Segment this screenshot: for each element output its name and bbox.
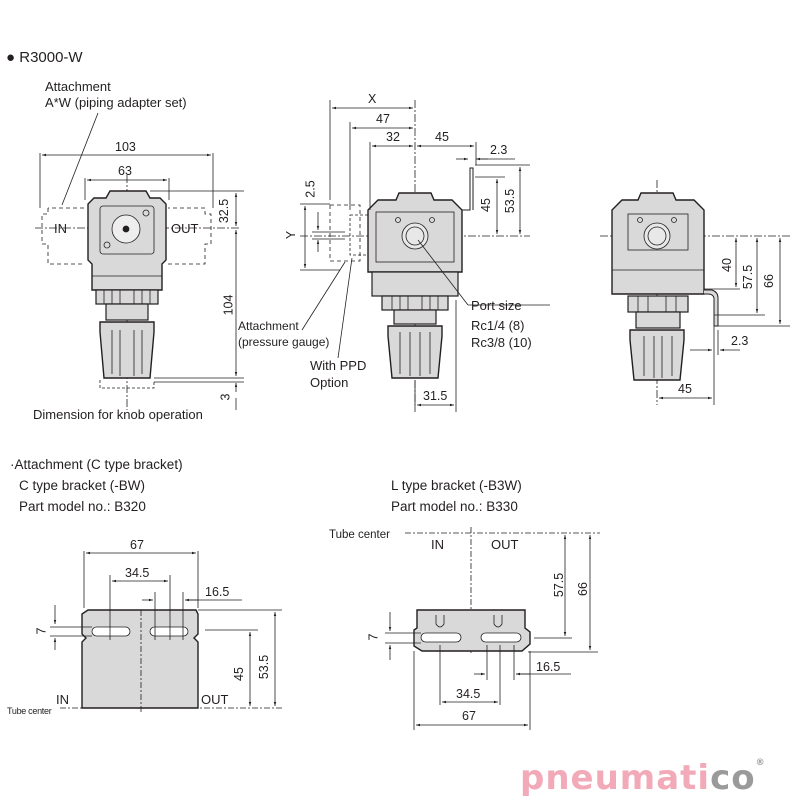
bullet-icon: ● [6, 49, 16, 66]
gauge-label-line2: (pressure gauge) [238, 335, 330, 349]
dim-x: X [368, 92, 377, 106]
diagram-title: ● R3000-W [6, 50, 83, 66]
dim-57-5-rear: 57.5 [741, 264, 756, 290]
c-bracket-port-in: IN [56, 692, 69, 707]
dim-7-l: 7 [366, 633, 381, 641]
dim-57-5-l: 57.5 [552, 572, 567, 598]
dim-103: 103 [115, 140, 136, 154]
logo-text-pink: pneumati [520, 758, 711, 798]
model-name: R3000-W [19, 49, 83, 66]
dim-63: 63 [118, 164, 132, 178]
dim-3: 3 [218, 393, 233, 401]
dim-34-5-c: 34.5 [125, 566, 150, 580]
dim-45-rear: 45 [678, 382, 692, 396]
l-type-bracket-drawing [385, 527, 600, 730]
port-size-title: Port size [471, 298, 522, 313]
dim-2-3-rear: 2.3 [731, 334, 749, 348]
port-size-rc3-8: Rc3/8 (10) [471, 335, 532, 350]
dim-32-5: 32.5 [217, 198, 232, 224]
dim-2-5: 2.5 [303, 180, 318, 198]
adapter-label-line2: A*W (piping adapter set) [45, 95, 187, 110]
logo-text-grey: co [710, 758, 756, 798]
gauge-label-line1: Attachment [238, 319, 299, 333]
front-port-in: IN [54, 221, 67, 236]
dim-34-5-l: 34.5 [456, 687, 481, 701]
port-size-rc1-4: Rc1/4 (8) [471, 318, 525, 333]
dim-47: 47 [376, 112, 390, 126]
front-port-out: OUT [171, 221, 199, 236]
front-view-regulator [35, 112, 244, 410]
c-bracket-heading: ·Attachment (C type bracket) [10, 457, 183, 472]
c-type-bracket-drawing [50, 551, 282, 712]
dim-2-3-side: 2.3 [490, 143, 508, 157]
dim-45-vertical: 45 [478, 198, 493, 212]
c-bracket-name: C type bracket (-BW) [19, 478, 146, 493]
c-bracket-port-out: OUT [201, 692, 229, 707]
dim-40: 40 [719, 258, 734, 272]
dim-y: Y [284, 230, 299, 240]
c-bracket-tube-center: Tube center [7, 706, 52, 716]
side-view-regulator [300, 100, 550, 412]
l-bracket-port-out: OUT [491, 537, 519, 552]
dim-16-5-c: 16.5 [205, 585, 230, 599]
dim-7-c: 7 [34, 627, 49, 635]
ppd-option-line2: Option [310, 375, 349, 390]
dim-66-rear: 66 [761, 274, 776, 288]
ppd-option-line1: With PPD [310, 358, 367, 373]
registered-mark: ® [755, 758, 766, 768]
dim-67-l: 67 [462, 709, 476, 723]
rear-view-regulator [600, 180, 790, 405]
dim-31-5: 31.5 [423, 389, 448, 403]
c-bracket-part-model: Part model no.: B320 [19, 499, 146, 514]
l-bracket-tube-center: Tube center [329, 529, 390, 541]
dim-53-5-c: 53.5 [257, 654, 272, 680]
dim-16-5-l: 16.5 [536, 660, 561, 674]
dim-45-horizontal: 45 [435, 130, 449, 144]
adapter-label-line1: Attachment [45, 79, 111, 94]
dim-53-5-side: 53.5 [503, 188, 518, 214]
dim-32: 32 [386, 130, 400, 144]
dim-67-c: 67 [130, 538, 144, 552]
dim-104: 104 [221, 294, 236, 316]
pneumatico-logo: pneumatico® [520, 758, 766, 798]
l-bracket-port-in: IN [431, 537, 444, 552]
dim-45-c: 45 [231, 667, 246, 681]
l-bracket-name: L type bracket (-B3W) [391, 478, 522, 493]
knob-caption: Dimension for knob operation [33, 407, 203, 422]
dim-66-l: 66 [575, 582, 590, 596]
l-bracket-part-model: Part model no.: B330 [391, 499, 518, 514]
